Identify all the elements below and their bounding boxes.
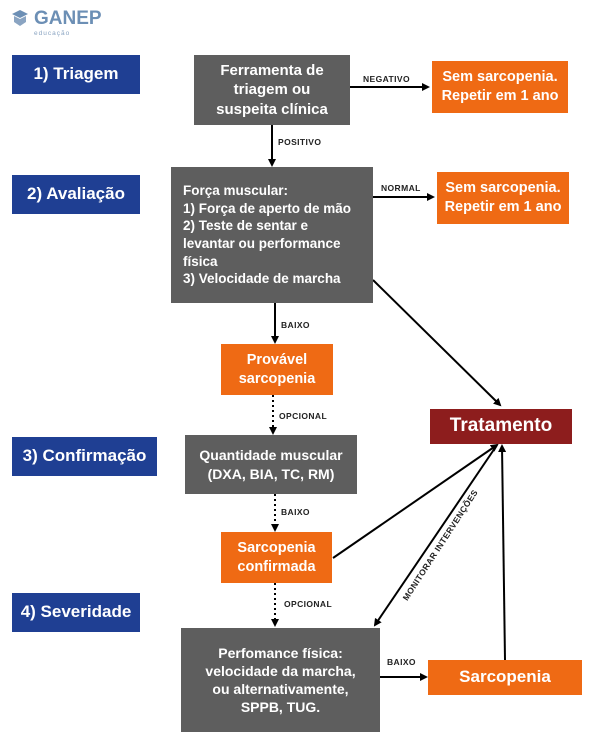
edge-label-opcional-1: OPCIONAL xyxy=(279,411,328,421)
edge-sarcopenia-tratamento xyxy=(498,444,507,661)
logo-subtitle: educação xyxy=(34,30,71,37)
node-sarcopenia-confirmada: Sarcopenia confirmada xyxy=(221,532,332,583)
edge-label-negativo: NEGATIVO xyxy=(363,74,410,84)
edge-confirmada-tratamento xyxy=(332,443,499,559)
node-performance-fisica: Perfomance física: velocidade da marcha,… xyxy=(181,628,380,732)
ganep-logo-icon xyxy=(12,10,28,26)
node-ferramenta-triagem: Ferramenta de triagem ou suspeita clínic… xyxy=(194,55,350,125)
edge-label-baixo-2: BAIXO xyxy=(281,507,310,517)
edge-label-baixo-1: BAIXO xyxy=(281,320,310,330)
stage-severidade: 4) Severidade xyxy=(12,593,140,632)
edge-label-baixo-3: BAIXO xyxy=(387,657,416,667)
edge-monitorar xyxy=(373,444,498,627)
edge-label-normal: NORMAL xyxy=(381,183,421,193)
node-sem-sarcopenia-2: Sem sarcopenia. Repetir em 1 ano xyxy=(437,172,569,224)
stage-avaliacao: 2) Avaliação xyxy=(12,175,140,214)
node-quantidade-muscular: Quantidade muscular (DXA, BIA, TC, RM) xyxy=(185,435,357,494)
stage-confirmacao: 3) Confirmação xyxy=(12,437,157,476)
node-forca-muscular: Força muscular: 1) Força de aperto de mã… xyxy=(171,167,373,303)
node-tratamento: Tratamento xyxy=(430,409,572,444)
node-provavel-sarcopenia: Provável sarcopenia xyxy=(221,344,333,395)
node-sem-sarcopenia-1: Sem sarcopenia. Repetir em 1 ano xyxy=(432,61,568,113)
edge-label-opcional-2: OPCIONAL xyxy=(284,599,333,609)
ganep-logo: GANEP xyxy=(10,8,102,28)
edge-forca-tratamento xyxy=(372,279,502,407)
edge-label-positivo: POSITIVO xyxy=(278,137,322,147)
node-sarcopenia: Sarcopenia xyxy=(428,660,582,695)
logo-name: GANEP xyxy=(34,7,102,29)
stage-triagem: 1) Triagem xyxy=(12,55,140,94)
